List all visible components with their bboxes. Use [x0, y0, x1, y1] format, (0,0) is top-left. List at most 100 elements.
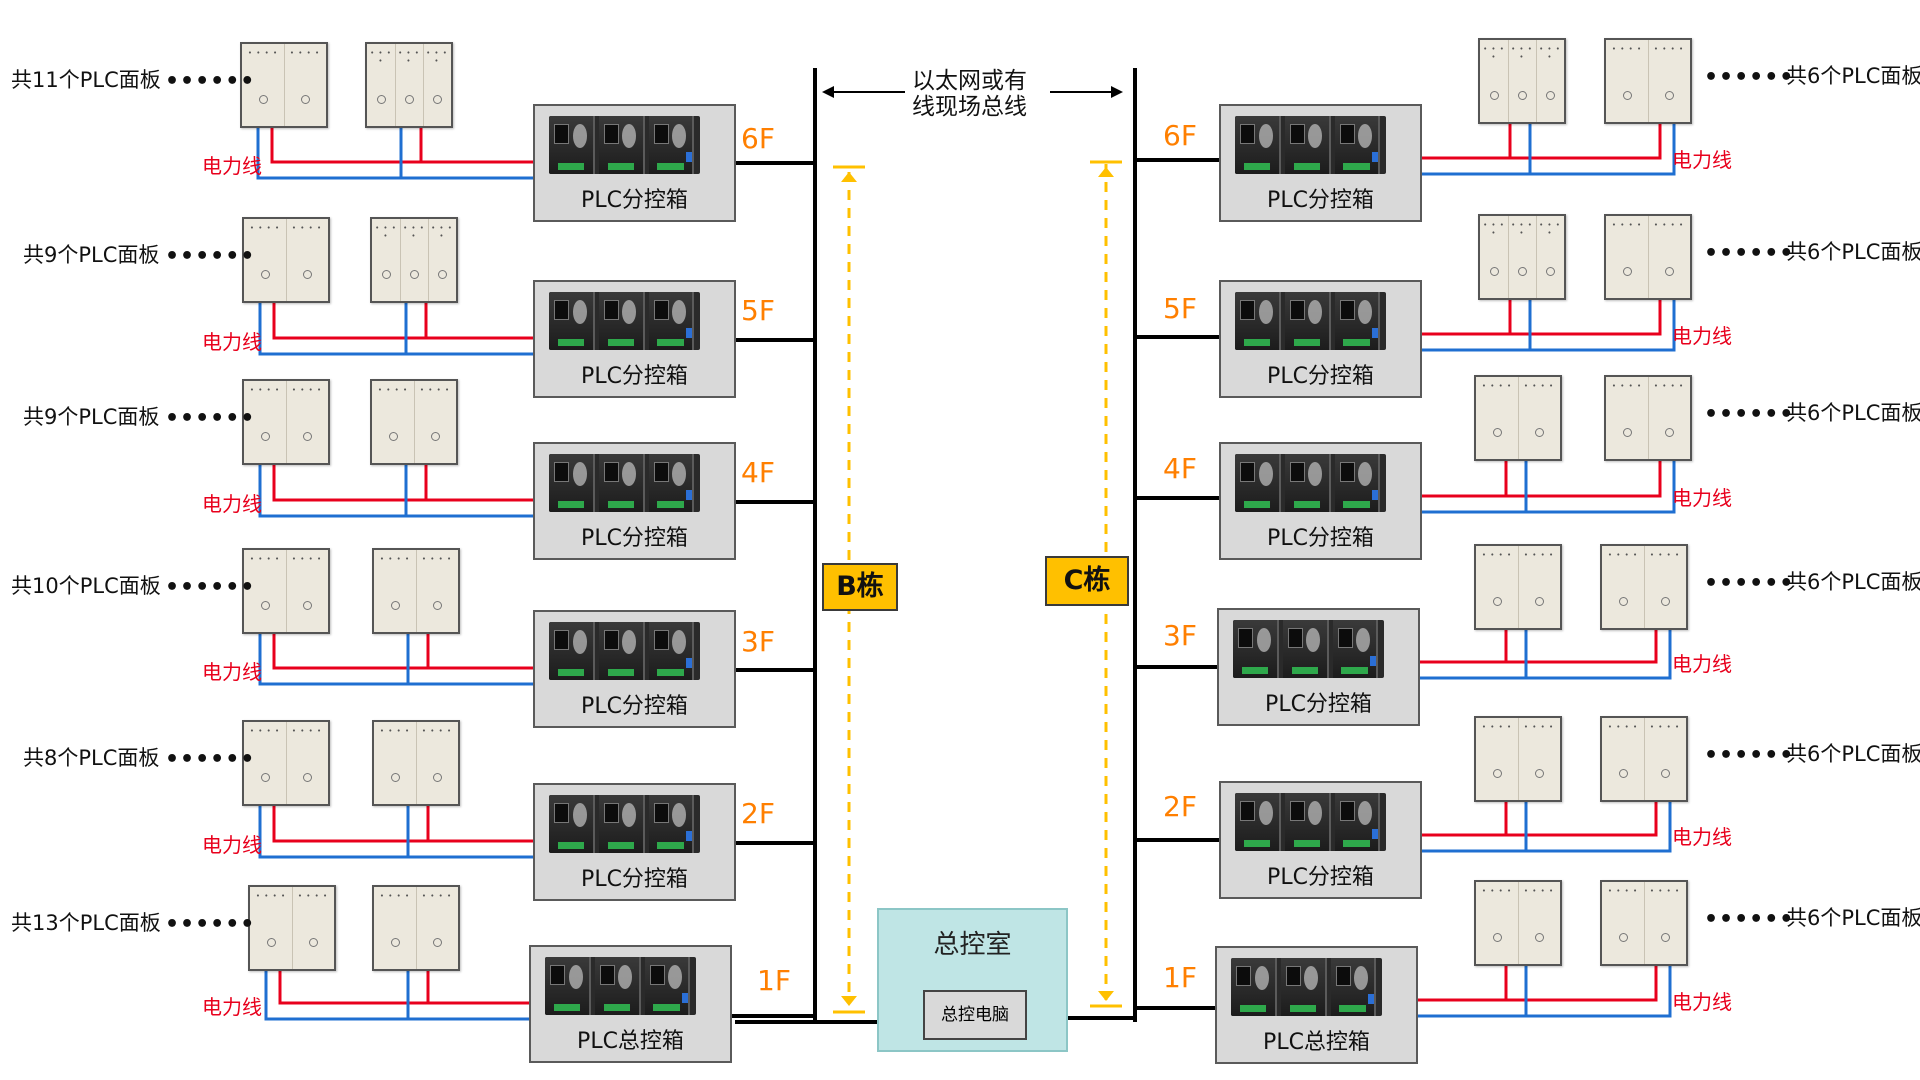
plc-sub-box-b-5F[interactable]: PLC分控箱 — [533, 280, 736, 398]
plc-main-box-c[interactable]: PLC总控箱 — [1215, 946, 1418, 1064]
plc-panel-c-6F-2[interactable]: • • • •• • • • — [1604, 38, 1692, 124]
switch-gang[interactable]: • • • • — [374, 550, 417, 632]
plc-panel-c-2F-1[interactable]: • • • •• • • • — [1474, 716, 1562, 802]
switch-gang[interactable]: • • • • — [414, 381, 456, 463]
plc-sub-box-c-5F[interactable]: PLC分控箱 — [1219, 280, 1422, 398]
plc-panel-c-6F-1[interactable]: • • • •• • • •• • • • — [1478, 38, 1566, 124]
switch-gang[interactable]: • • • • — [244, 550, 287, 632]
switch-gang[interactable]: • • • • — [374, 887, 417, 969]
plc-panel-c-4F-1[interactable]: • • • •• • • • — [1474, 375, 1562, 461]
switch-gang[interactable]: • • • • — [374, 722, 417, 804]
control-computer[interactable]: 总控电脑 — [923, 990, 1027, 1040]
plc-sub-box-b-2F[interactable]: PLC分控箱 — [533, 783, 736, 901]
switch-gang[interactable]: • • • • — [400, 219, 429, 301]
indicator-dots-icon: • • • • — [1649, 887, 1681, 895]
switch-gang[interactable]: • • • • — [1536, 40, 1564, 122]
switch-gang[interactable]: • • • • — [1648, 377, 1690, 459]
switch-gang[interactable]: • • • • — [1518, 377, 1560, 459]
plc-panel-b-3F-1[interactable]: • • • •• • • • — [242, 548, 330, 634]
power-line-label: 电力线 — [1672, 990, 1732, 1014]
switch-gang[interactable]: • • • • — [1606, 216, 1649, 298]
plc-panel-c-5F-2[interactable]: • • • •• • • • — [1604, 214, 1692, 300]
switch-gang[interactable]: • • • • — [250, 887, 293, 969]
plc-panel-b-4F-1[interactable]: • • • •• • • • — [242, 379, 330, 465]
bulb-icon — [303, 270, 312, 279]
switch-gang[interactable]: • • • • — [1476, 882, 1519, 964]
switch-gang[interactable]: • • • • — [286, 219, 328, 301]
plc-panel-b-6F-1[interactable]: • • • •• • • • — [240, 42, 328, 128]
switch-gang[interactable]: • • • • — [1644, 718, 1686, 800]
plc-sub-box-b-3F[interactable]: PLC分控箱 — [533, 610, 736, 728]
plc-panel-c-3F-1[interactable]: • • • •• • • • — [1474, 544, 1562, 630]
switch-gang[interactable]: • • • • — [1602, 718, 1645, 800]
switch-gang[interactable]: • • • • — [286, 550, 328, 632]
plc-panel-b-3F-2[interactable]: • • • •• • • • — [372, 548, 460, 634]
plc-panel-b-2F-1[interactable]: • • • •• • • • — [242, 720, 330, 806]
switch-gang[interactable]: • • • • — [1476, 377, 1519, 459]
plc-sub-box-c-3F[interactable]: PLC分控箱 — [1217, 608, 1420, 726]
switch-gang[interactable]: • • • • — [286, 722, 328, 804]
plc-sub-box-b-4F[interactable]: PLC分控箱 — [533, 442, 736, 560]
switch-gang[interactable]: • • • • — [423, 44, 451, 126]
switch-gang[interactable]: • • • • — [372, 219, 401, 301]
switch-gang[interactable]: • • • • — [416, 722, 458, 804]
plc-panel-b-6F-2[interactable]: • • • •• • • •• • • • — [365, 42, 453, 128]
switch-gang[interactable]: • • • • — [416, 550, 458, 632]
switch-gang[interactable]: • • • • — [367, 44, 396, 126]
switch-gang[interactable]: • • • • — [244, 219, 287, 301]
switch-gang[interactable]: • • • • — [1644, 546, 1686, 628]
switch-gang[interactable]: • • • • — [244, 381, 287, 463]
plc-sub-box-c-4F-module — [1284, 454, 1331, 512]
bulb-icon — [391, 601, 400, 610]
plc-sub-box-b-6F[interactable]: PLC分控箱 — [533, 104, 736, 222]
switch-gang[interactable]: • • • • — [372, 381, 415, 463]
switch-gang[interactable]: • • • • — [286, 381, 328, 463]
switch-gang[interactable]: • • • • — [1648, 216, 1690, 298]
switch-gang[interactable]: • • • • — [1508, 216, 1537, 298]
plc-panel-c-2F-2[interactable]: • • • •• • • • — [1600, 716, 1688, 802]
plc-main-box-b-module — [594, 957, 641, 1015]
plc-panel-c-1F-1[interactable]: • • • •• • • • — [1474, 880, 1562, 966]
switch-gang[interactable]: • • • • — [428, 219, 456, 301]
switch-gang[interactable]: • • • • — [1648, 40, 1690, 122]
lcd-screen-icon — [1240, 124, 1256, 144]
switch-gang[interactable]: • • • • — [1536, 216, 1564, 298]
switch-gang[interactable]: • • • • — [1508, 40, 1537, 122]
signal-wire — [258, 806, 533, 859]
keypad-icon — [1308, 300, 1323, 325]
plc-main-box-b[interactable]: PLC总控箱 — [529, 945, 732, 1063]
switch-gang[interactable]: • • • • — [1518, 718, 1560, 800]
plc-panel-b-1F-1[interactable]: • • • •• • • • — [248, 885, 336, 971]
plc-panel-c-1F-2[interactable]: • • • • • • • • — [1600, 880, 1688, 966]
plc-panel-c-3F-2[interactable]: • • • •• • • • — [1600, 544, 1688, 630]
lcd-screen-icon — [1290, 801, 1306, 821]
switch-gang[interactable]: • • • • — [1476, 546, 1519, 628]
switch-gang[interactable]: • • • • — [1480, 216, 1509, 298]
plc-panel-b-1F-2[interactable]: • • • •• • • • — [372, 885, 460, 971]
switch-gang[interactable]: • • • • — [1518, 882, 1560, 964]
plc-panel-b-5F-1[interactable]: • • • •• • • • — [242, 217, 330, 303]
switch-gang[interactable]: • • • • — [1602, 882, 1645, 964]
switch-gang[interactable]: • • • • — [242, 44, 285, 126]
switch-gang[interactable]: • • • • — [1606, 40, 1649, 122]
switch-gang[interactable]: • • • • — [1476, 718, 1519, 800]
plc-sub-box-c-4F[interactable]: PLC分控箱 — [1219, 442, 1422, 560]
switch-gang[interactable]: • • • • — [416, 887, 458, 969]
switch-gang[interactable]: • • • • — [395, 44, 424, 126]
switch-gang[interactable]: • • • • — [1606, 377, 1649, 459]
switch-gang[interactable]: • • • • — [292, 887, 334, 969]
plc-panel-b-5F-2[interactable]: • • • •• • • •• • • • — [370, 217, 458, 303]
switch-gang[interactable]: • • • • — [1602, 546, 1645, 628]
switch-gang[interactable]: • • • • — [244, 722, 287, 804]
plc-panel-c-4F-2[interactable]: • • • •• • • • — [1604, 375, 1692, 461]
plc-panel-c-5F-1[interactable]: • • • •• • • •• • • • — [1478, 214, 1566, 300]
plc-sub-box-c-6F[interactable]: PLC分控箱 — [1219, 104, 1422, 222]
plc-panel-b-2F-2[interactable]: • • • •• • • • — [372, 720, 460, 806]
plc-panel-b-4F-2[interactable]: • • • •• • • • — [370, 379, 458, 465]
plc-sub-box-c-2F[interactable]: PLC分控箱 — [1219, 781, 1422, 899]
switch-gang[interactable]: • • • • — [1480, 40, 1509, 122]
switch-gang[interactable]: • • • • — [1644, 882, 1686, 964]
switch-gang[interactable]: • • • • — [284, 44, 326, 126]
terminal-block-icon — [557, 842, 585, 849]
switch-gang[interactable]: • • • • — [1518, 546, 1560, 628]
